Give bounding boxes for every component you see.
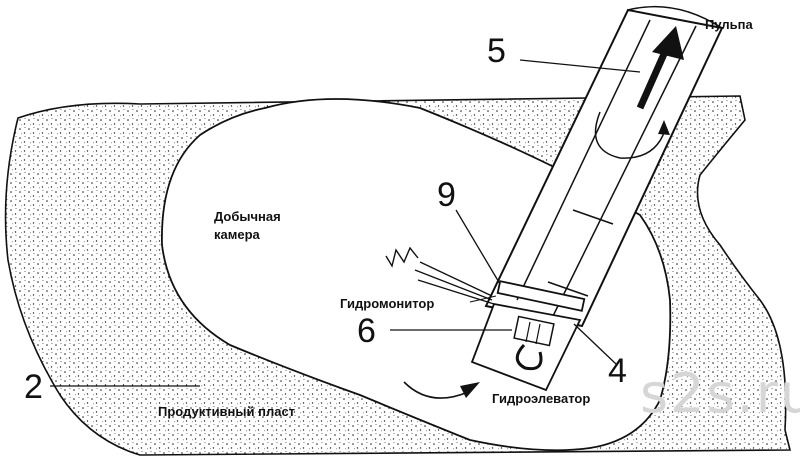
number-9: 9 [437,176,456,214]
chamber-flow-arrow [403,381,469,399]
label-hydromonitor: Гидромонитор [340,296,435,311]
label-chamber-line1: Добычная [214,209,281,224]
outer-pipe [484,8,724,328]
number-4: 4 [608,352,627,390]
label-chamber-line2: камера [214,227,260,242]
leader-9 [455,209,501,285]
label-pulp: Пульпа [705,17,753,32]
number-6: 6 [357,312,376,350]
circulation-swirl [594,111,666,159]
hydromonitor-block [496,280,586,312]
flow-arrow-head [652,26,684,60]
water-jet [385,246,495,305]
watermark-text: s2s.ru [640,362,800,425]
number-5: 5 [487,32,506,70]
leader-4 [573,323,617,365]
leader-5 [519,59,641,73]
label-productive-seam: Продуктивный пласт [158,404,296,419]
flow-arrow-shaft [636,43,672,110]
pipe-assembly [470,5,724,392]
label-hydroelevator: Гидроэлеватор [492,391,591,406]
leader-monitor [469,295,497,303]
number-2: 2 [24,368,43,406]
